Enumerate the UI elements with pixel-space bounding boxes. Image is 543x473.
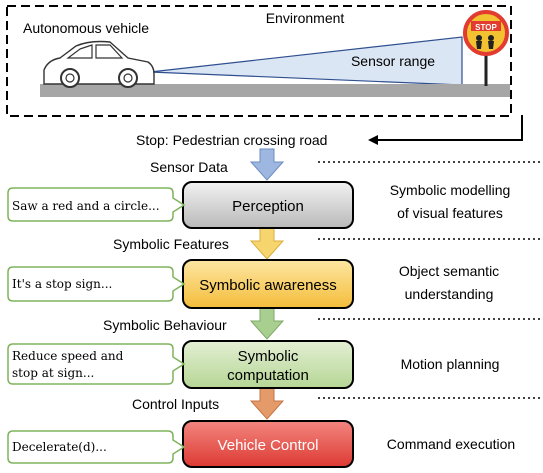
input-label-symbolic-behaviour: Symbolic Behaviour <box>103 317 227 333</box>
input-label-symbolic-features: Symbolic Features <box>113 236 229 252</box>
arrow-into-awareness <box>249 227 285 260</box>
description-perception-line2: of visual features <box>397 205 503 221</box>
perception-label: Perception <box>232 198 304 215</box>
input-label-sensor-data: Sensor Data <box>150 159 228 175</box>
symbolic-computation-label-line2: computation <box>227 367 309 384</box>
feedback-label: Stop: Pedestrian crossing road <box>136 132 327 148</box>
vehicle-control-label: Vehicle Control <box>218 437 319 454</box>
callout-awareness-text: It's a stop sign... <box>12 277 112 291</box>
stop-sign-text: STOP <box>475 23 497 32</box>
description-awareness-line1: Object semantic <box>399 263 499 279</box>
description-computation: Motion planning <box>401 356 500 372</box>
input-label-control-inputs: Control Inputs <box>132 396 219 412</box>
feedback-arrow <box>376 115 523 141</box>
road <box>40 84 510 97</box>
arrow-into-control <box>249 387 285 420</box>
car-icon <box>43 40 155 88</box>
callout-computation <box>7 343 186 385</box>
environment-title: Environment <box>266 10 345 26</box>
arrow-into-perception <box>249 148 285 181</box>
sensor-range <box>149 36 463 86</box>
vehicle-control-box <box>182 420 354 468</box>
description-perception-line1: Symbolic modelling <box>390 182 511 198</box>
symbolic-awareness-label: Symbolic awareness <box>199 277 337 294</box>
callout-perception-text: Saw a red and a circle... <box>12 199 160 213</box>
feedback-arrowhead <box>368 135 378 145</box>
description-awareness-line2: understanding <box>405 286 494 302</box>
callout-control <box>7 430 186 464</box>
sensor-range-label: Sensor range <box>351 53 435 69</box>
vehicle-label: Autonomous vehicle <box>23 20 149 36</box>
stop-sign-icon <box>463 10 509 86</box>
environment-box <box>6 5 512 117</box>
callout-computation-text-line2: stop at sign... <box>12 366 94 380</box>
arrow-into-computation <box>249 307 285 340</box>
callout-control-text: Decelerate(d)... <box>12 440 107 454</box>
callout-awareness <box>7 266 186 302</box>
callout-perception <box>7 187 186 222</box>
description-control: Command execution <box>387 436 515 452</box>
symbolic-computation-label-line1: Symbolic <box>238 348 299 365</box>
callout-computation-text-line1: Reduce speed and <box>12 349 124 363</box>
